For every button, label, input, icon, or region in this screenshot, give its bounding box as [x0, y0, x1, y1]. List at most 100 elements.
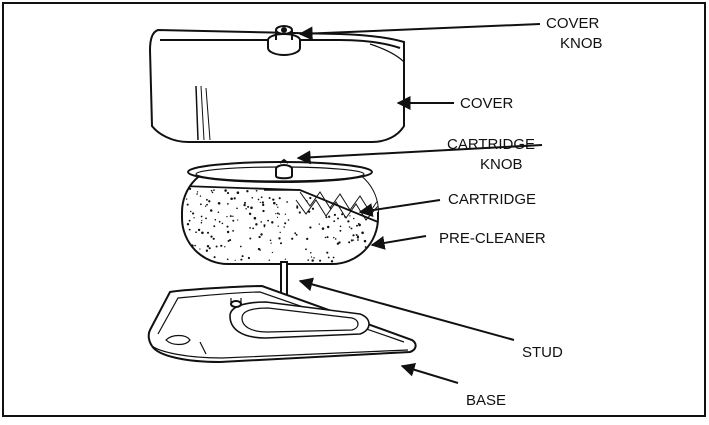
- foam-speckle: [217, 211, 220, 213]
- foam-speckle: [311, 259, 314, 262]
- foam-speckle: [278, 197, 281, 200]
- foam-speckle: [259, 249, 261, 251]
- foam-speckle: [298, 211, 301, 214]
- foam-speckle: [325, 216, 328, 219]
- foam-speckle: [357, 222, 360, 225]
- foam-speckle: [188, 187, 192, 191]
- foam-speckle: [257, 247, 261, 251]
- foam-speckle: [279, 231, 281, 234]
- foam-speckle: [368, 253, 371, 256]
- foam-speckle: [295, 233, 298, 236]
- foam-speckle: [310, 252, 312, 254]
- foam-speckle: [214, 218, 217, 221]
- foam-speckle: [200, 203, 202, 206]
- foam-speckle: [339, 225, 342, 228]
- foam-speckle: [356, 224, 358, 227]
- foam-speckle: [260, 196, 263, 199]
- foam-speckle: [213, 189, 215, 191]
- foam-speckle: [262, 203, 265, 207]
- foam-speckle: [227, 203, 229, 205]
- foam-speckle: [251, 196, 254, 199]
- foam-speckle: [258, 235, 261, 239]
- foam-speckle: [201, 219, 203, 222]
- foam-speckle: [218, 220, 221, 223]
- foam-speckle: [321, 227, 325, 230]
- foam-speckle: [240, 258, 243, 261]
- foam-speckle: [263, 225, 266, 228]
- cover-knob-part: [267, 25, 301, 57]
- foam-speckle: [284, 213, 287, 215]
- foam-speckle: [226, 258, 229, 261]
- foam-speckle: [329, 207, 332, 210]
- foam-speckle: [263, 224, 266, 227]
- foam-speckle: [199, 248, 201, 250]
- foam-speckle: [305, 248, 307, 251]
- foam-speckle: [239, 245, 242, 248]
- foam-speckle: [250, 206, 253, 210]
- foam-speckle: [307, 259, 310, 261]
- foam-speckle: [260, 221, 263, 223]
- foam-speckle: [267, 219, 270, 222]
- label-cartridge-knob-line1: CARTRIDGE: [447, 136, 535, 153]
- foam-speckle: [234, 259, 236, 261]
- foam-speckle: [255, 223, 258, 226]
- foam-speckle: [262, 209, 265, 213]
- foam-speckle: [355, 233, 358, 236]
- foam-speckle: [259, 201, 261, 203]
- foam-speckle: [215, 245, 218, 248]
- foam-speckle: [193, 217, 195, 219]
- foam-speckle: [197, 228, 201, 232]
- foam-speckle: [247, 256, 250, 260]
- foam-speckle: [213, 256, 216, 259]
- foam-speckle: [209, 209, 213, 212]
- foam-speckle: [226, 192, 230, 195]
- foam-speckle: [224, 189, 227, 192]
- foam-speckle: [269, 239, 272, 242]
- leader-lines: [296, 23, 543, 384]
- foam-speckle: [326, 236, 329, 239]
- foam-speckle: [271, 251, 274, 254]
- foam-speckle: [192, 212, 195, 215]
- foam-speckle: [188, 219, 191, 222]
- foam-speckle: [261, 201, 265, 204]
- foam-speckle: [229, 215, 232, 218]
- foam-speckle: [336, 242, 340, 245]
- foam-speckle: [221, 222, 224, 225]
- foam-speckle: [272, 198, 275, 201]
- foam-speckle: [349, 215, 351, 217]
- foam-speckle: [188, 228, 191, 231]
- diagram-frame: [2, 2, 706, 417]
- foam-speckle: [357, 239, 359, 241]
- foam-speckle: [360, 259, 362, 261]
- foam-speckle: [232, 215, 234, 218]
- foam-speckle: [333, 220, 336, 223]
- foam-speckle: [233, 197, 236, 200]
- foam-speckle: [291, 237, 294, 240]
- cover-part: [148, 28, 405, 143]
- foam-speckle: [257, 198, 260, 201]
- foam-speckle: [339, 229, 342, 232]
- foam-speckle: [284, 222, 287, 225]
- foam-speckle: [196, 191, 199, 193]
- foam-speckle: [275, 203, 278, 206]
- foam-speckle: [236, 207, 238, 210]
- foam-speckle: [319, 259, 322, 262]
- foam-speckle: [268, 197, 271, 199]
- foam-speckle: [271, 221, 274, 224]
- foam-speckle: [195, 231, 197, 234]
- foam-speckle: [361, 231, 364, 235]
- foam-speckle: [338, 241, 341, 244]
- foam-speckle: [348, 241, 351, 244]
- foam-speckle: [286, 201, 288, 203]
- label-cover-knob-line2: KNOB: [560, 35, 603, 52]
- foam-speckle: [248, 212, 252, 216]
- foam-speckle: [199, 195, 202, 197]
- cartridge-knob-part: [275, 158, 293, 180]
- foam-speckle: [352, 239, 355, 241]
- foam-speckle: [183, 261, 186, 264]
- foam-speckle: [287, 219, 290, 221]
- foam-speckle: [255, 189, 258, 192]
- foam-speckle: [276, 212, 279, 215]
- leader-cartridge: [358, 199, 441, 218]
